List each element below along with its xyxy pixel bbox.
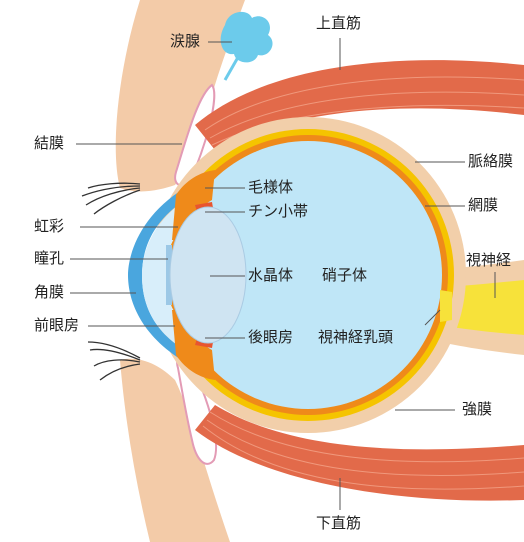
- label-inferior-rectus: 下直筋: [316, 514, 362, 532]
- label-lacrimal-gland: 涙腺: [170, 32, 201, 50]
- label-superior-rectus: 上直筋: [316, 14, 362, 32]
- upper-eyelashes: [81, 182, 141, 215]
- anterior-chamber: [142, 198, 192, 352]
- label-cornea: 角膜: [34, 283, 65, 301]
- label-choroid: 脈絡膜: [468, 152, 514, 170]
- label-iris: 虹彩: [34, 217, 65, 235]
- label-optic-disc: 視神経乳頭: [318, 328, 394, 346]
- label-sclera: 強膜: [462, 400, 493, 418]
- pupil-region: [166, 245, 172, 305]
- label-lens: 水晶体: [248, 266, 294, 284]
- inferior-rectus-muscle: [195, 405, 524, 501]
- label-ciliary-body: 毛様体: [248, 178, 294, 196]
- lower-eyelid: [120, 358, 230, 542]
- vitreous-body: [174, 141, 442, 409]
- lower-eyelashes: [87, 341, 141, 381]
- cornea: [128, 188, 188, 362]
- label-vitreous: 硝子体: [322, 266, 368, 284]
- superior-rectus-muscle: [195, 60, 524, 150]
- lacrimal-gland-shape: [220, 11, 273, 63]
- label-posterior-chamber: 後眼房: [248, 328, 294, 346]
- label-optic-nerve: 視神経: [466, 251, 512, 269]
- label-retina: 網膜: [468, 196, 499, 214]
- label-pupil: 瞳孔: [34, 249, 65, 267]
- label-conjunctiva: 結膜: [34, 134, 65, 152]
- label-anterior-chamber: 前眼房: [34, 316, 80, 334]
- iris-lower: [172, 310, 215, 380]
- iris-upper: [172, 170, 215, 240]
- label-zonule: チン小帯: [248, 202, 309, 220]
- crystalline-lens: [169, 206, 247, 344]
- leader-lines: [70, 38, 496, 510]
- optic-disc: [440, 290, 452, 322]
